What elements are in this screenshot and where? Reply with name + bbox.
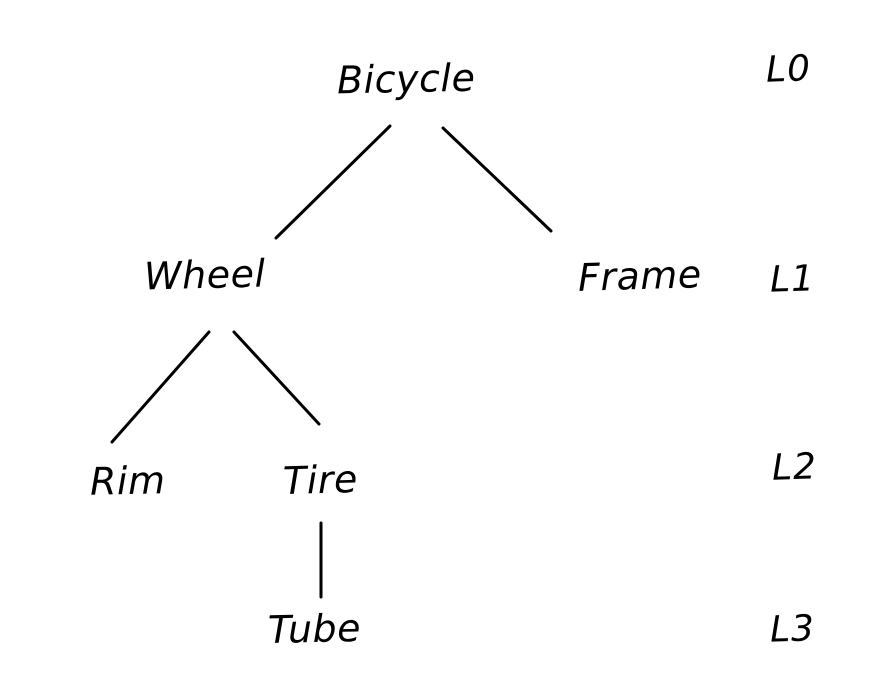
level-label-l3: L3 bbox=[769, 608, 816, 651]
node-tube[interactable]: Tube bbox=[267, 605, 362, 653]
edge-bicycle-frame bbox=[441, 126, 553, 233]
node-bicycle[interactable]: Bicycle bbox=[336, 55, 476, 103]
level-label-l2: L2 bbox=[771, 446, 818, 489]
node-rim[interactable]: Rim bbox=[89, 458, 166, 504]
node-frame[interactable]: Frame bbox=[577, 252, 703, 300]
edge-wheel-tire bbox=[232, 330, 321, 426]
node-wheel[interactable]: Wheel bbox=[143, 251, 267, 299]
edge-wheel-rim bbox=[110, 330, 211, 444]
node-tire[interactable]: Tire bbox=[282, 456, 359, 504]
level-label-l1: L1 bbox=[769, 258, 816, 301]
level-label-l0: L0 bbox=[765, 48, 812, 91]
edge-bicycle-wheel bbox=[274, 124, 392, 240]
